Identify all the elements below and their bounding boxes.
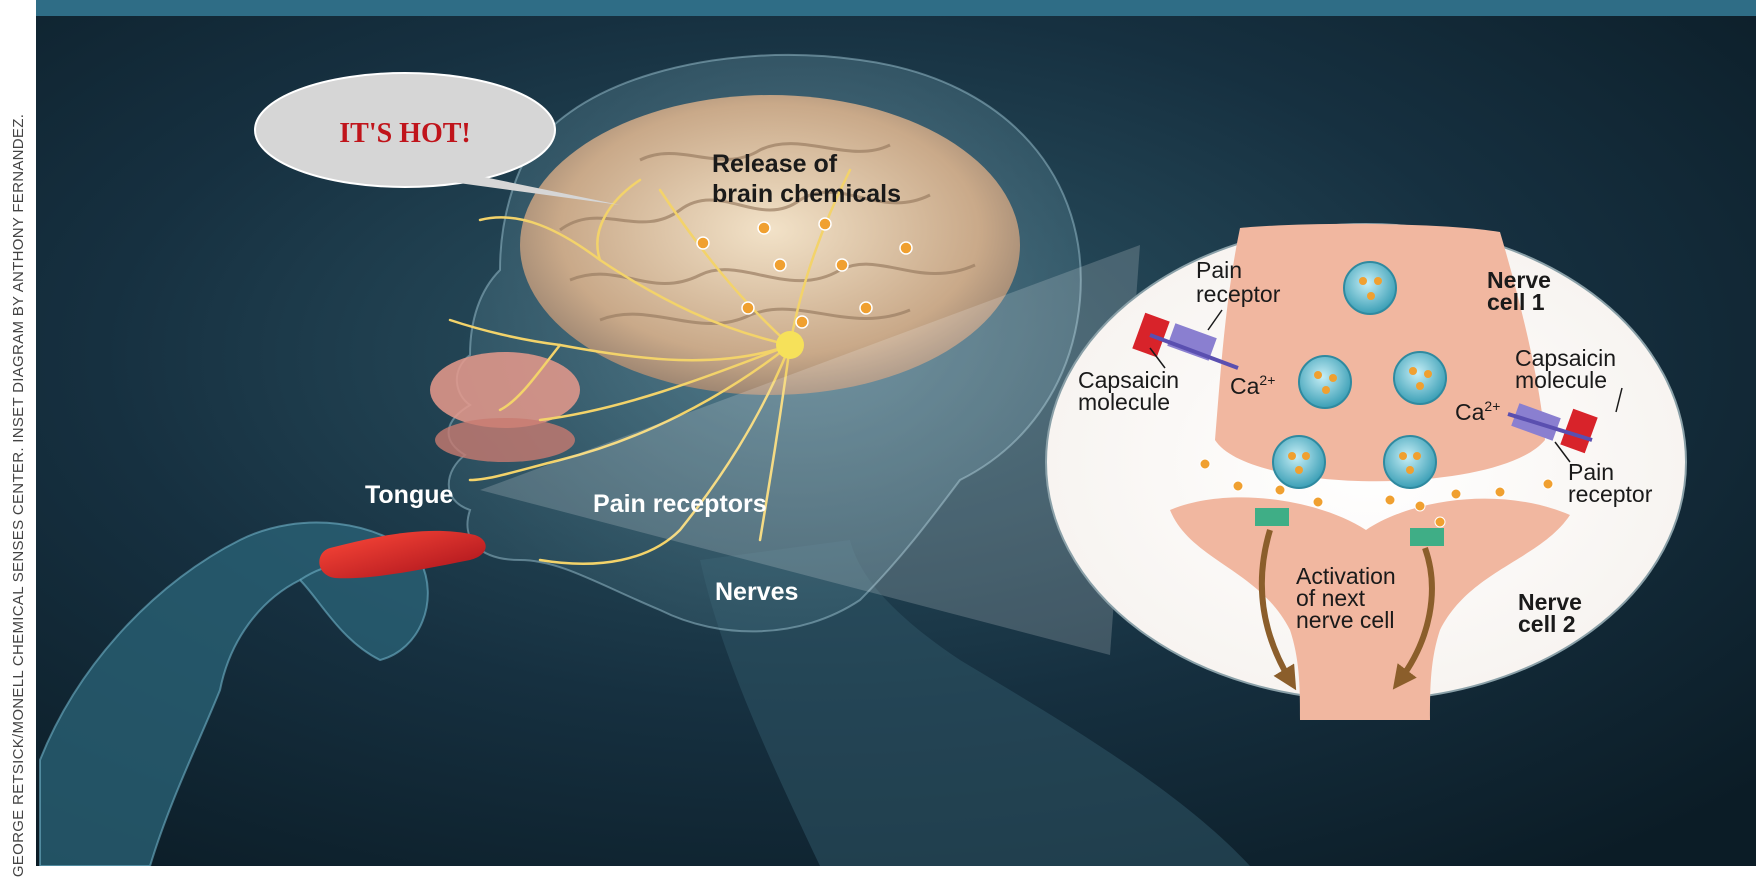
photo-credit: GEORGE RETSICK/MONELL CHEMICAL SENSES CE… [4,150,34,840]
inset-pain-receptor-right-line2: receptor [1568,481,1653,507]
nerve-ganglion [776,331,804,359]
inset-pain-receptor-left-line2: receptor [1196,281,1281,307]
top-banner-strip [36,0,1756,16]
tongue-shape [435,418,575,462]
receptor-site-left [1255,508,1289,526]
label-tongue: Tongue [365,481,453,509]
inset-activation-line3: nerve cell [1296,607,1394,633]
inset-capsaicin-right-line2: molecule [1515,367,1607,393]
inset-capsaicin-left-line2: molecule [1078,389,1170,415]
label-brain-chemicals-line1: Release of [712,150,838,178]
inset-nerve-cell2-line2: cell 2 [1518,611,1576,637]
label-brain-chemicals-line2: brain chemicals [712,180,901,208]
inset-nerve-cell1-line2: cell 1 [1487,289,1545,315]
photo-credit-text: GEORGE RETSICK/MONELL CHEMICAL SENSES CE… [11,113,28,876]
nerve-cell-1 [1215,224,1545,481]
receptor-site-right [1410,528,1444,546]
label-nerves: Nerves [715,578,798,606]
inset-pain-receptor-left-line1: Pain [1196,257,1242,283]
speech-bubble-text: IT'S HOT! [339,118,470,149]
